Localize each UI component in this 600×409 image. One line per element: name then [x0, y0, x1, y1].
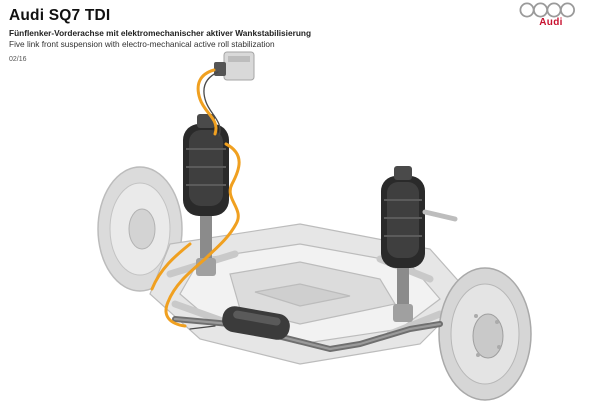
- wiring-harness-dark: [189, 71, 221, 330]
- wiring-harness: [150, 68, 241, 328]
- left-air-spring: [183, 114, 229, 276]
- left-brake-disc: [97, 166, 183, 292]
- right-air-spring: [381, 166, 458, 322]
- page-code: 02/16: [9, 56, 27, 63]
- audi-logo: Audi: [518, 2, 586, 34]
- front-suspension-illustration: [97, 51, 532, 401]
- page-title: Audi SQ7 TDI: [9, 7, 111, 24]
- subtitle-english: Five link front suspension with electro-…: [9, 39, 275, 49]
- control-unit: [214, 51, 255, 81]
- right-brake-disc: [438, 267, 532, 401]
- subtitle-german: Fünflenker-Vorderachse mit elektromechan…: [9, 28, 312, 38]
- header: Audi SQ7 TDI Fünflenker-Vorderachse mit …: [9, 6, 479, 65]
- audi-wordmark: Audi: [539, 17, 563, 28]
- anti-roll-bar: [172, 316, 443, 352]
- front-suspension-figure: [0, 44, 600, 404]
- audi-four-rings-icon: [519, 2, 576, 18]
- stabilizer-actuator: [222, 306, 290, 340]
